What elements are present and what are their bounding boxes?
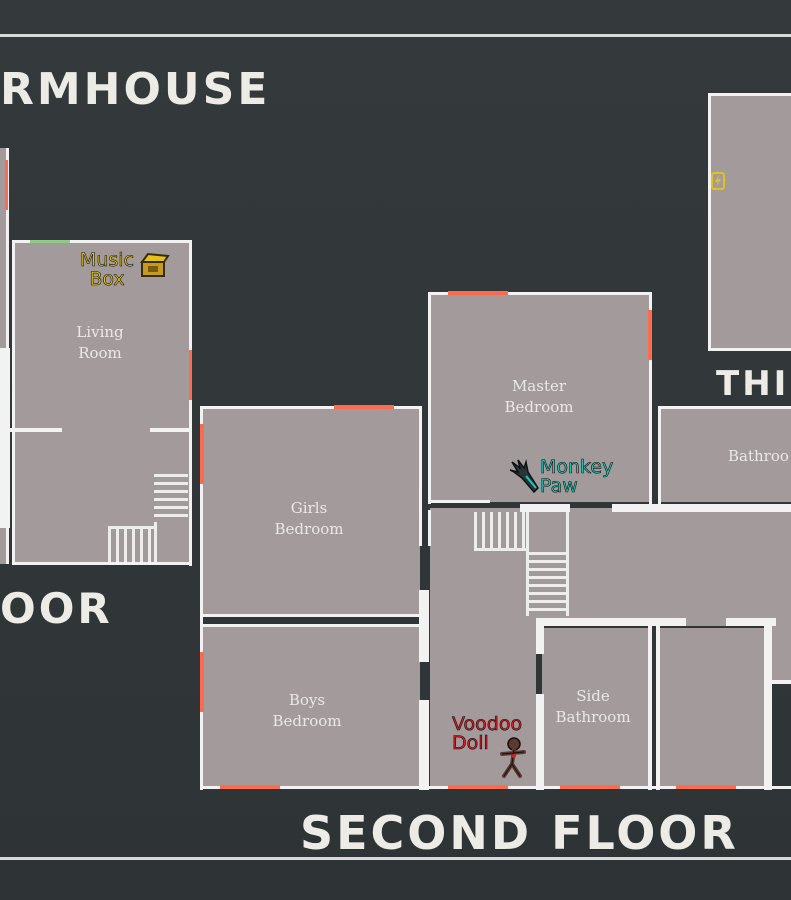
master-bedroom-area	[430, 294, 650, 502]
wall	[520, 504, 570, 512]
wall	[772, 680, 791, 684]
wall	[536, 618, 544, 654]
far-right-room-area	[772, 626, 791, 682]
monkey-paw-label[interactable]: Monkey Paw	[540, 456, 614, 497]
wall	[708, 93, 711, 351]
door	[560, 785, 620, 789]
girls-bedroom-area	[202, 408, 420, 616]
wall	[428, 292, 431, 504]
wall	[428, 292, 652, 295]
boys-bedroom-label: Boys Bedroom	[272, 691, 342, 730]
monkey-paw-icon[interactable]	[508, 458, 542, 494]
wall	[656, 626, 660, 790]
music-box-icon[interactable]	[140, 252, 170, 280]
wall	[200, 406, 422, 409]
door	[30, 240, 70, 243]
door	[448, 785, 508, 789]
farmhouse-title: RMHOUSE	[0, 64, 271, 115]
right-room-area	[660, 628, 764, 788]
wall	[658, 406, 661, 504]
door	[448, 291, 508, 295]
wall	[536, 694, 544, 790]
wall	[12, 240, 192, 243]
music-box-label[interactable]: Music Box	[79, 249, 135, 290]
hallway-lower	[430, 620, 536, 788]
wall	[200, 624, 422, 627]
wall	[200, 406, 203, 790]
third-floor-title: THI	[716, 364, 790, 404]
wall	[189, 240, 192, 566]
wall	[658, 406, 791, 409]
door	[200, 424, 204, 484]
boys-bedroom-area	[202, 626, 420, 788]
wall	[708, 348, 791, 351]
bathroom-label: Bathroo	[728, 447, 789, 465]
wall	[419, 700, 429, 790]
voodoo-doll-icon[interactable]	[494, 736, 530, 780]
second-floor-stairs	[474, 512, 570, 616]
door	[648, 310, 652, 360]
voodoo-doll-label[interactable]: Voodoo Doll	[452, 713, 523, 754]
first-floor-title: OOR	[0, 584, 113, 633]
bathroom-area	[660, 408, 791, 502]
door	[676, 785, 736, 789]
wall	[12, 562, 192, 565]
side-bathroom-label: Side Bathroom	[555, 687, 631, 726]
wall	[150, 428, 192, 432]
second-floor-title: SECOND FLOOR	[300, 806, 739, 860]
battery-icon	[711, 172, 725, 190]
first-floor-stairs	[108, 474, 190, 564]
door	[189, 350, 192, 400]
wall	[428, 510, 431, 546]
wall	[726, 618, 776, 626]
wall	[649, 292, 652, 504]
master-bedroom-label: Master Bedroom	[504, 377, 574, 416]
wall	[419, 406, 422, 546]
wall	[612, 504, 791, 512]
wall	[708, 93, 791, 96]
third-floor-room	[710, 95, 791, 349]
door	[5, 160, 8, 210]
wall	[12, 240, 15, 564]
living-room-area	[14, 242, 190, 564]
map-frame	[0, 34, 791, 860]
door	[334, 405, 394, 409]
wall	[0, 348, 10, 528]
side-bathroom-area	[542, 628, 650, 788]
wall	[200, 614, 422, 617]
wall	[428, 500, 490, 503]
door	[220, 785, 280, 789]
door	[200, 652, 204, 712]
wall	[648, 626, 652, 790]
wall	[536, 618, 686, 626]
wall	[0, 428, 62, 432]
wall	[764, 618, 772, 790]
living-room-label: Living Room	[76, 323, 124, 362]
wall	[419, 590, 429, 662]
girls-bedroom-label: Girls Bedroom	[274, 499, 344, 538]
